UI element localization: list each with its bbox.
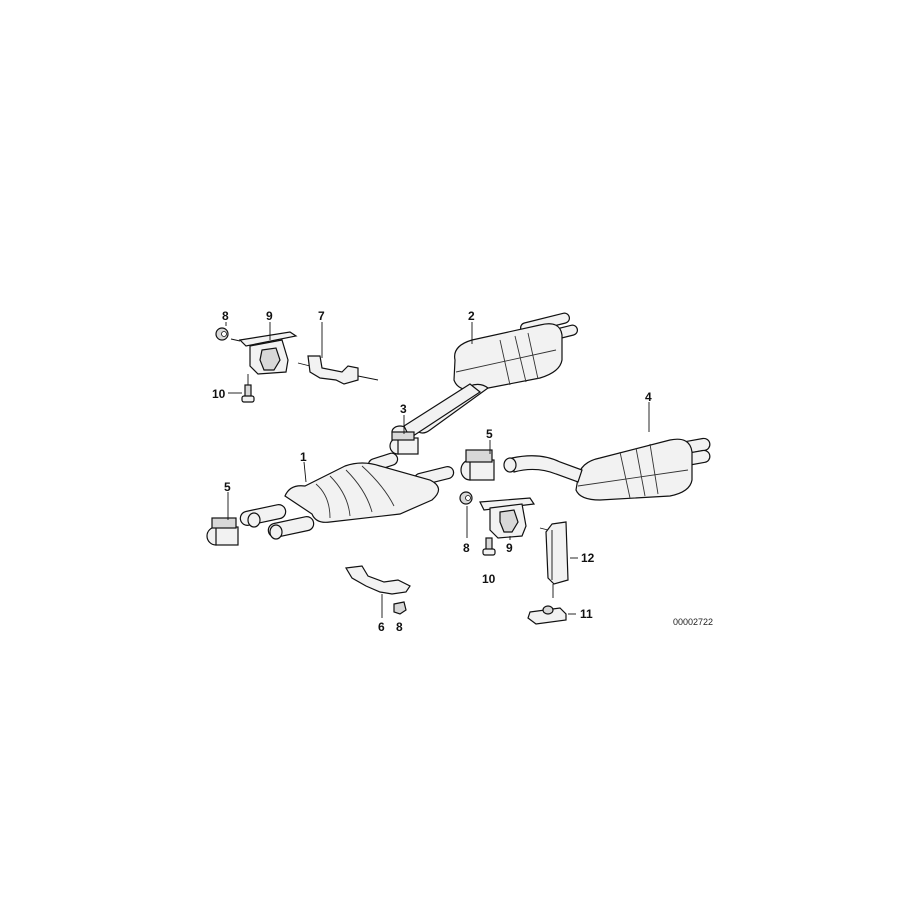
callout-4: 4 <box>645 390 652 404</box>
callout-1: 1 <box>300 450 307 464</box>
callout-2: 2 <box>468 309 475 323</box>
callout-12: 12 <box>581 551 595 565</box>
clamp-5-left <box>206 517 239 546</box>
bushing-8-mid <box>459 491 473 538</box>
diagram-reference-number: 00002722 <box>673 617 714 627</box>
clamp-3 <box>389 431 419 455</box>
callout-8: 8 <box>222 309 229 323</box>
callout-11: 11 <box>580 607 593 621</box>
clip-11 <box>527 605 576 625</box>
bolt-10-mid <box>482 537 496 556</box>
callout-10: 10 <box>212 387 226 401</box>
holder-12 <box>539 521 578 598</box>
mount-9-mid <box>479 497 536 540</box>
callout-5-left: 5 <box>224 480 231 494</box>
callout-10-mid: 10 <box>482 572 496 586</box>
bushing-8-bottom <box>393 601 407 615</box>
callout-3: 3 <box>400 402 407 416</box>
callout-9: 9 <box>266 309 273 323</box>
bolt-10-top <box>241 384 255 403</box>
callout-8-mid: 8 <box>463 541 470 555</box>
hanger-7 <box>297 355 379 385</box>
bushing-8-top <box>215 327 241 342</box>
leader-lines <box>225 322 650 520</box>
bracket-6 <box>345 565 411 618</box>
mount-9-top <box>238 331 298 385</box>
callout-7: 7 <box>318 309 325 323</box>
silencer-1 <box>239 452 455 540</box>
clamp-5-right <box>460 449 495 481</box>
callout-9-mid: 9 <box>506 541 513 555</box>
callout-8-bottom: 8 <box>396 620 403 634</box>
silencer-4 <box>503 437 711 501</box>
callout-6: 6 <box>378 620 385 634</box>
silencer-2 <box>391 312 579 439</box>
callout-5-right: 5 <box>486 427 493 441</box>
